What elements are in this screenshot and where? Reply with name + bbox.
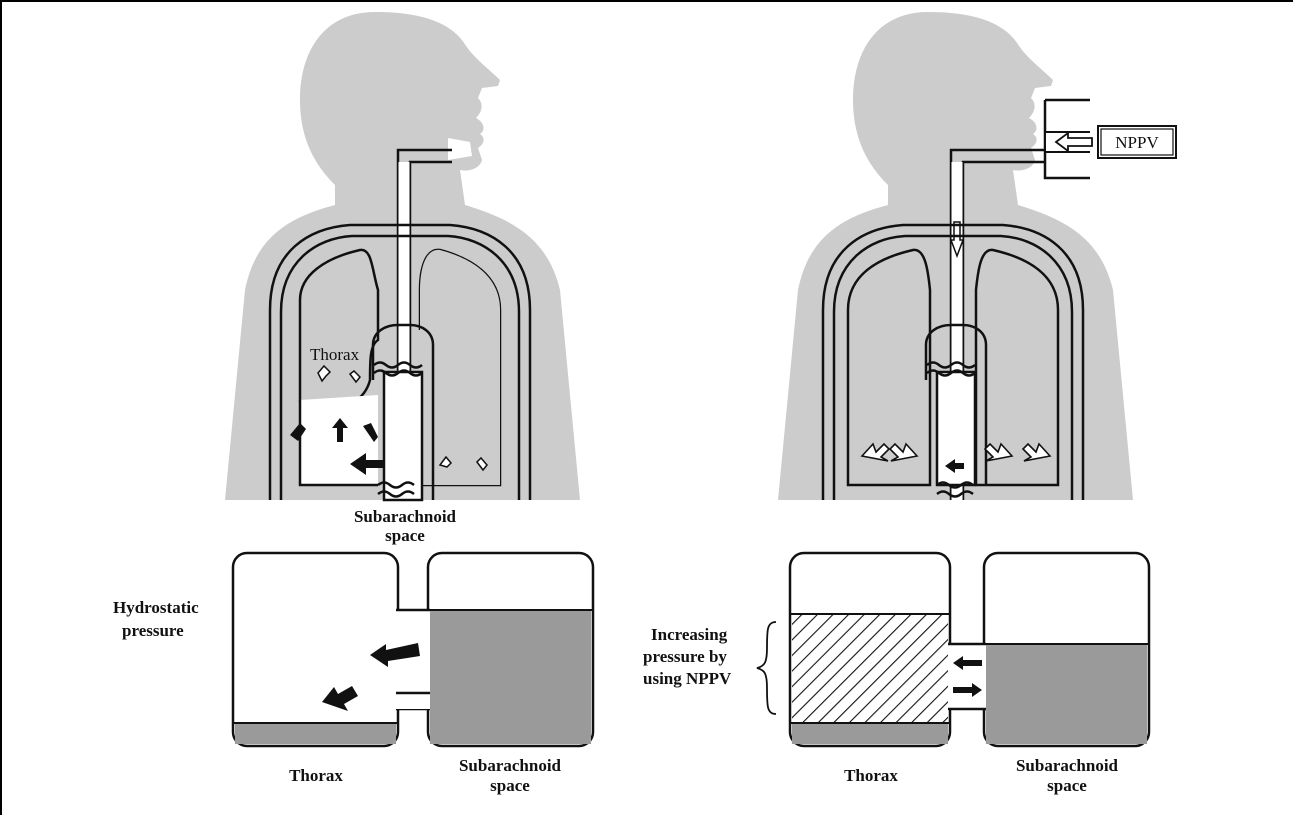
left-tank-thorax-label: Thorax (289, 766, 343, 785)
left-figure: Thorax Subarachnoid space (225, 12, 580, 545)
left-hydrostatic-label-1: Hydrostatic (113, 598, 199, 617)
left-subarachnoid-label-1: Subarachnoid (354, 507, 457, 526)
right-increasing-label-2: pressure by (643, 647, 727, 666)
right-tanks: Increasing pressure by using NPPV Thorax… (643, 553, 1149, 795)
right-figure: NPPV (778, 12, 1176, 500)
right-tank-subarachnoid-label-1: Subarachnoid (1016, 756, 1119, 775)
nppv-device-label: NPPV (1115, 133, 1159, 152)
right-tank-thorax-label: Thorax (844, 766, 898, 785)
left-lung-collapsing (300, 250, 378, 410)
left-thorax-label: Thorax (310, 345, 360, 364)
left-tank-subarachnoid-label-2: space (490, 776, 530, 795)
left-tanks: Hydrostatic pressure Thorax Subarachnoid… (113, 553, 593, 795)
left-hydrostatic-label-2: pressure (122, 621, 184, 640)
right-increasing-label-3: using NPPV (643, 669, 732, 688)
left-tank-subarachnoid-label-1: Subarachnoid (459, 756, 562, 775)
left-subarachnoid-label-2: space (385, 526, 425, 545)
right-increasing-label-1: Increasing (651, 625, 728, 644)
right-tank-subarachnoid-label-2: space (1047, 776, 1087, 795)
